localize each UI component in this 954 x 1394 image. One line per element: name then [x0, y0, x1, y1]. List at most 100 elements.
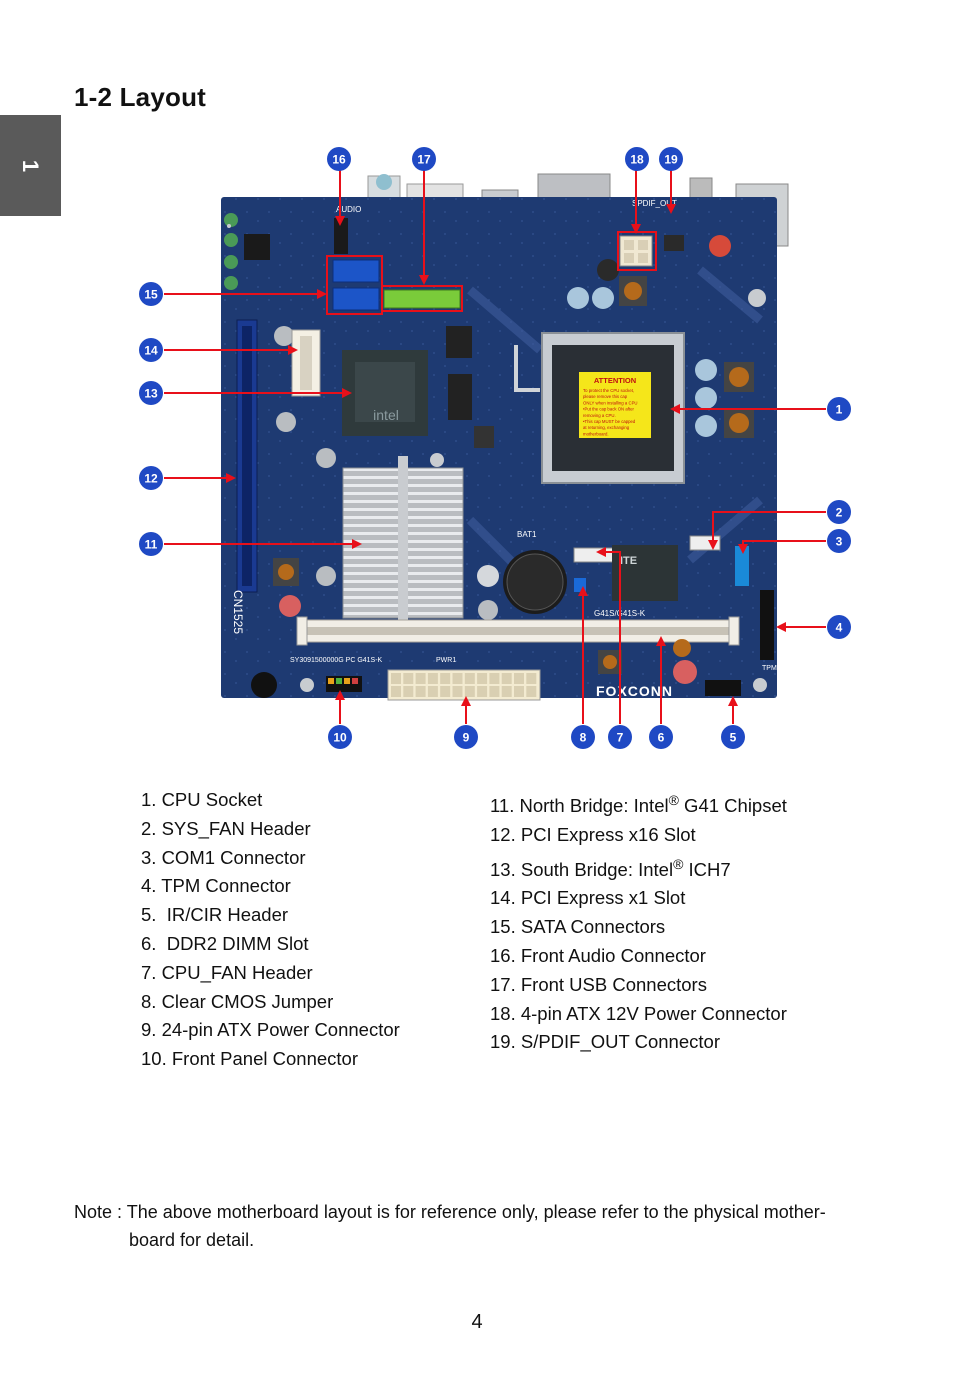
- cmos-battery: BAT1: [477, 530, 567, 620]
- ddr2-dimm-slot: [296, 616, 740, 646]
- attention-line: removing a CPU.: [583, 413, 616, 418]
- page-number: 4: [471, 1311, 483, 1333]
- legend-list-right: 11. North Bridge: Intel® G41 Chipset 12.…: [490, 786, 787, 1057]
- atx24-pin: [501, 673, 512, 684]
- legend-item-8: 8. Clear CMOS Jumper: [141, 990, 334, 1012]
- legend-item-16: 16. Front Audio Connector: [490, 944, 706, 966]
- callout-4: 4: [827, 615, 851, 639]
- callout-11: 11: [139, 532, 163, 556]
- callout-2: 2: [827, 500, 851, 524]
- svg-text:CN1525: CN1525: [231, 590, 245, 634]
- front-audio-header: [334, 218, 348, 254]
- atx24-pin: [391, 686, 401, 697]
- callout-number: 15: [144, 288, 158, 302]
- sys-fan-header: [689, 535, 721, 551]
- callout-13: 13: [139, 381, 163, 405]
- callout-9: 9: [454, 725, 478, 749]
- callout-12: 12: [139, 466, 163, 490]
- callout-leader-lines: [164, 170, 826, 724]
- callout-badge: [328, 725, 352, 749]
- attention-line: at returning, exchanging: [583, 425, 630, 430]
- atx24-pin: [514, 686, 524, 697]
- attention-line: motherboard.: [583, 431, 609, 436]
- silk-audio: AUDIO: [336, 205, 361, 214]
- legend-item-18: 18. 4-pin ATX 12V Power Connector: [490, 1002, 787, 1024]
- layout-note: Note : The above motherboard layout is f…: [74, 1198, 884, 1254]
- callout-number: 10: [333, 731, 347, 745]
- callout-badge: [139, 282, 163, 306]
- silk-pwr: PWR1: [436, 657, 456, 664]
- callout-number: 6: [658, 731, 665, 745]
- note-line-1: Note : The above motherboard layout is f…: [74, 1202, 826, 1222]
- attention-line: To protect the CPU socket,: [583, 388, 634, 393]
- cpu-fan-header: [573, 547, 617, 563]
- motherboard-figure: ATTENTION To protect the CPU socket,plea…: [0, 140, 954, 760]
- attention-line: please remove this cap: [583, 394, 628, 399]
- atx24-connector: PWR1: [387, 657, 541, 701]
- atx24-pin: [526, 686, 537, 697]
- sata-connector-1: [332, 259, 380, 283]
- atx24-pin: [427, 686, 438, 697]
- atx24-pin: [477, 686, 488, 697]
- callout-badge: [827, 529, 851, 553]
- callout-badge: [571, 725, 595, 749]
- callout-8: 8: [571, 725, 595, 749]
- silk-tpm: TPM: [762, 665, 777, 672]
- atx24-pin: [415, 686, 426, 697]
- legend-item-3: 3. COM1 Connector: [141, 846, 306, 868]
- legend-item-12: 12. PCI Express x16 Slot: [490, 823, 696, 845]
- callout-badge: [827, 500, 851, 524]
- front-usb-headers: [383, 289, 461, 309]
- callout-number: 11: [145, 538, 158, 552]
- legend-item-1: 1. CPU Socket: [141, 789, 263, 810]
- atx24-pin: [415, 673, 426, 684]
- com1-header: [735, 546, 749, 586]
- power-components: [567, 235, 766, 438]
- callout-number: 3: [836, 535, 843, 549]
- atx24-pin: [526, 673, 537, 684]
- callout-17: 17: [412, 147, 436, 171]
- callout-18: 18: [625, 147, 649, 171]
- callout-number: 12: [144, 472, 158, 486]
- legend-item-4: 4. TPM Connector: [141, 875, 291, 897]
- callout-14: 14: [139, 338, 163, 362]
- callout-badge: [139, 466, 163, 490]
- callout-number: 17: [417, 153, 431, 167]
- callout-badge: [659, 147, 683, 171]
- page-title: 1-2 Layout: [74, 82, 207, 112]
- atx24-pin: [391, 673, 401, 684]
- callout-1: 1: [827, 397, 851, 421]
- callout-badge: [139, 381, 163, 405]
- callout-badge: [139, 338, 163, 362]
- note-line-2: board for detail.: [129, 1230, 255, 1250]
- legend-item-5: 5. IR/CIR Header: [141, 904, 289, 926]
- atx24-pin: [489, 686, 500, 697]
- callout-badge: [412, 147, 436, 171]
- legend-item-9: 9. 24-pin ATX Power Connector: [141, 1019, 400, 1041]
- callout-badge: [721, 725, 745, 749]
- callout-7: 7: [608, 725, 632, 749]
- callout-number: 4: [836, 621, 843, 635]
- ite-logo-text: ITE: [620, 555, 637, 567]
- tpm-header: [760, 590, 774, 660]
- atx24-pin: [464, 686, 475, 697]
- callout-15: 15: [139, 282, 163, 306]
- atx24-pin: [501, 686, 512, 697]
- attention-line: •This cap MUST be capped: [583, 419, 636, 424]
- legend-item-13: 13. South Bridge: Intel® ICH7: [490, 855, 731, 880]
- callout-badge: [608, 725, 632, 749]
- svg-text:SY3091500000G PC G41S-K: SY3091500000G PC G41S-K: [290, 657, 383, 664]
- attention-title: ATTENTION: [594, 376, 636, 385]
- callout-badge: [625, 147, 649, 171]
- callout-number: 16: [332, 153, 346, 167]
- callout-16: 16: [327, 147, 351, 171]
- sata-connector-2: [332, 287, 380, 311]
- atx24-pin: [452, 686, 463, 697]
- callout-badge: [649, 725, 673, 749]
- legend-item-15: 15. SATA Connectors: [490, 916, 666, 938]
- attention-line: ONLY when installing a CPU: [583, 400, 638, 405]
- atx24-pin: [403, 686, 414, 697]
- callout-number: 8: [580, 731, 587, 745]
- callout-5: 5: [721, 725, 745, 749]
